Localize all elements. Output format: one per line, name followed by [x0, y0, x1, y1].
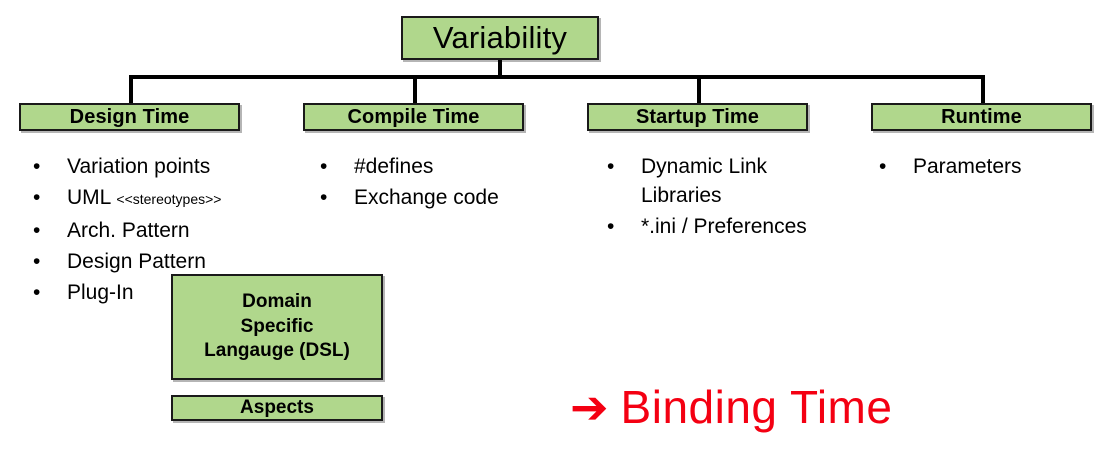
list-item: • Plug-In	[33, 278, 303, 307]
bullet-glyph-icon: •	[320, 155, 328, 178]
list-item: • Variation points	[33, 152, 303, 181]
list-item: • Dynamic Link Libraries	[607, 152, 872, 210]
list-item: • Parameters	[879, 152, 1099, 181]
list-item: • *.ini / Preferences	[607, 212, 872, 241]
list-item: • Design Pattern	[33, 247, 303, 276]
bullet-glyph-icon: •	[320, 186, 328, 209]
list-item-label: #defines	[354, 155, 434, 178]
connector-horizontal-bus	[131, 75, 985, 79]
bullet-list-compile-time: • #defines • Exchange code	[320, 152, 580, 214]
connector-drop-design-time	[129, 75, 133, 104]
binding-time-label: Binding Time	[620, 381, 893, 433]
bullet-list-startup-time: • Dynamic Link Libraries • *.ini / Prefe…	[607, 152, 872, 243]
bullet-list-runtime: • Parameters	[879, 152, 1099, 183]
list-item-label: UML <<stereotypes>>	[67, 183, 221, 214]
connector-drop-startup-time	[697, 75, 701, 104]
node-domain-specific-language-label: Domain Specific Langauge (DSL)	[204, 290, 350, 362]
list-item-stereotype: <<stereotypes>>	[116, 191, 222, 207]
bullet-glyph-icon: •	[879, 155, 887, 178]
list-item-label: Plug-In	[67, 281, 134, 304]
connector-drop-compile-time	[413, 75, 417, 104]
list-item: • UML <<stereotypes>>	[33, 183, 303, 214]
node-startup-time: Startup Time	[587, 103, 808, 131]
bullet-glyph-icon: •	[607, 215, 615, 238]
node-variability: Variability	[401, 16, 599, 60]
node-startup-time-label: Startup Time	[635, 105, 760, 128]
node-aspects-label: Aspects	[240, 396, 314, 418]
bullet-glyph-icon: •	[33, 155, 41, 178]
bullet-list-design-time: • Variation points • UML <<stereotypes>>…	[33, 152, 303, 309]
bullet-glyph-icon: •	[607, 155, 615, 178]
list-item: • Arch. Pattern	[33, 216, 303, 245]
connector-drop-runtime	[981, 75, 985, 104]
list-item-label: Exchange code	[354, 186, 499, 209]
list-item-label: Parameters	[913, 155, 1022, 178]
bullet-glyph-icon: •	[33, 186, 41, 209]
node-compile-time-label: Compile Time	[347, 105, 480, 128]
list-item-label: Dynamic Link Libraries	[641, 155, 768, 207]
node-design-time-label: Design Time	[69, 105, 190, 128]
list-item-label: *.ini / Preferences	[641, 215, 807, 238]
list-item: • #defines	[320, 152, 580, 181]
node-compile-time: Compile Time	[303, 103, 524, 131]
list-item-main: UML	[67, 186, 117, 209]
binding-time-callout: ➔ Binding Time	[570, 384, 892, 430]
node-runtime-label: Runtime	[941, 105, 1022, 128]
node-domain-specific-language: Domain Specific Langauge (DSL)	[171, 274, 383, 380]
node-aspects: Aspects	[171, 395, 383, 421]
list-item-label: Variation points	[67, 155, 211, 178]
right-arrow-icon: ➔	[570, 380, 609, 434]
list-item-label: Arch. Pattern	[67, 219, 190, 242]
list-item: • Exchange code	[320, 183, 580, 212]
node-variability-label: Variability	[432, 20, 568, 55]
bullet-glyph-icon: •	[33, 219, 41, 242]
node-design-time: Design Time	[19, 103, 240, 131]
node-runtime: Runtime	[871, 103, 1092, 131]
list-item-label: Design Pattern	[67, 250, 206, 273]
connector-root-stem	[498, 60, 502, 77]
bullet-glyph-icon: •	[33, 281, 41, 304]
bullet-glyph-icon: •	[33, 250, 41, 273]
